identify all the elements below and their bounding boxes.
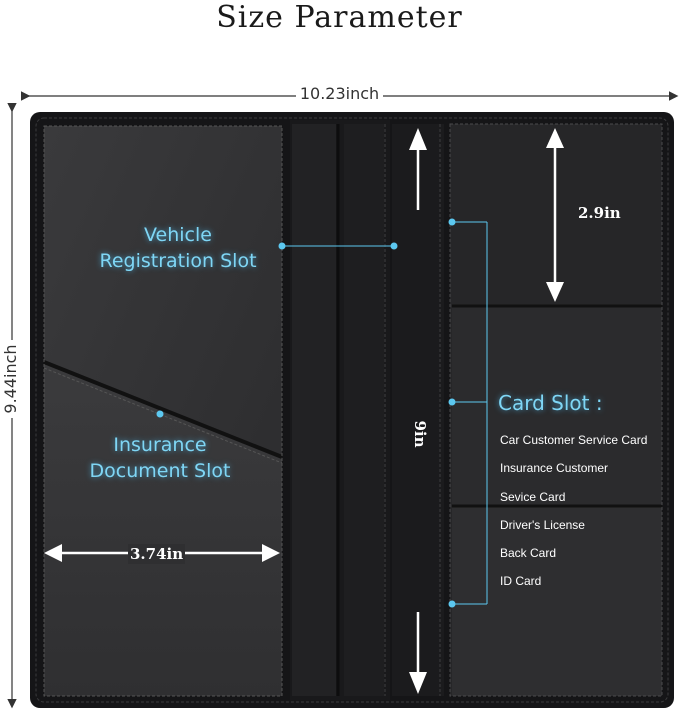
center-pocket-height-label: 9in xyxy=(411,420,429,448)
list-item: Driver's License xyxy=(500,517,585,532)
list-item: Sevice Card xyxy=(500,489,566,504)
card-slot-list: Car Customer Service Card Insurance Cust… xyxy=(500,426,647,596)
card-slot-height-label: 2.9in xyxy=(578,204,621,222)
card-slot-heading: Card Slot : xyxy=(498,391,603,415)
width-dimension-label: 10.23inch xyxy=(0,82,679,106)
center-pocket xyxy=(392,124,444,696)
left-pocket-width-label: 3.74in xyxy=(128,544,186,564)
page-title: Size Parameter xyxy=(216,0,463,35)
insurance-document-pocket xyxy=(44,360,282,696)
insurance-document-label: Insurance Document Slot xyxy=(89,434,231,482)
height-dimension-label: 9.44inch xyxy=(0,314,22,444)
list-item: ID Card xyxy=(500,574,542,589)
list-item: Back Card xyxy=(500,546,557,561)
list-item: Insurance Customer xyxy=(500,461,609,476)
list-item: Car Customer Service Card xyxy=(500,433,648,447)
vehicle-registration-label: Vehicle Registration Slot xyxy=(99,224,257,272)
